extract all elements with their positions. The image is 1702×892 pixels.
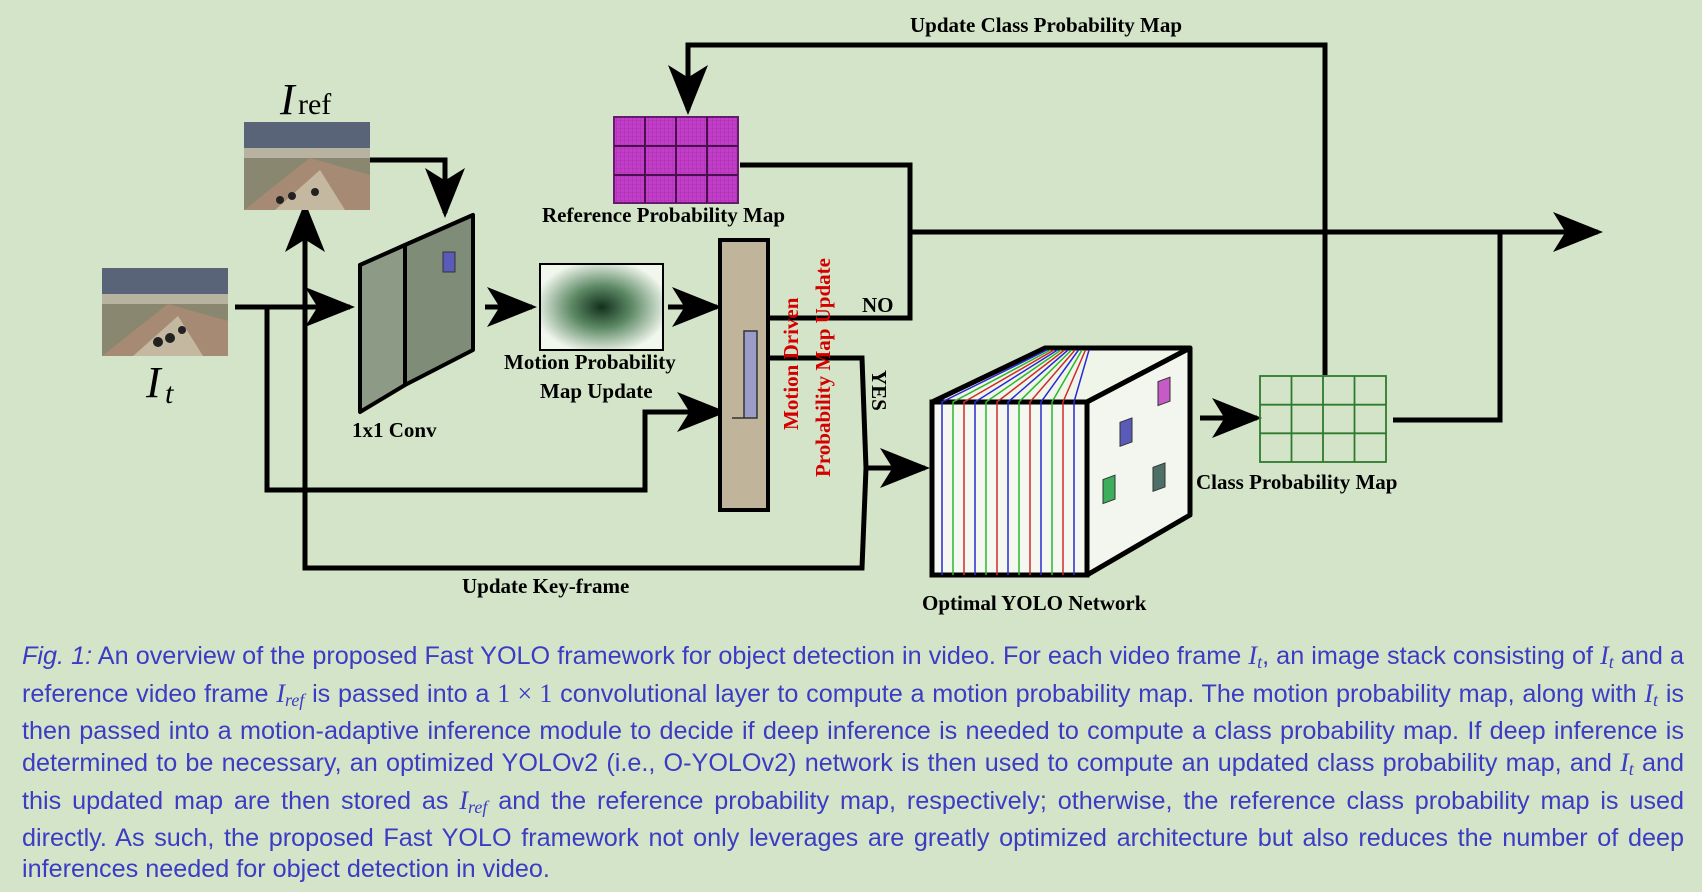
class-map-to-output-line bbox=[1393, 232, 1503, 423]
optimal-yolo-label: Optimal YOLO Network bbox=[922, 591, 1147, 615]
motion-driven-label-line1: Motion Driven bbox=[779, 297, 803, 430]
update-keyframe-label: Update Key-frame bbox=[462, 574, 629, 598]
figure-caption: Fig. 1: An overview of the proposed Fast… bbox=[22, 640, 1684, 885]
yolo-layer-line bbox=[1073, 349, 1090, 575]
caption-iref-2: Iref bbox=[459, 786, 488, 817]
conv-label: 1x1 Conv bbox=[352, 418, 437, 442]
class-probability-map bbox=[1259, 375, 1387, 463]
yolo-layer-line bbox=[996, 349, 1065, 575]
motion-prob-label-line1: Motion Probability bbox=[504, 350, 676, 374]
yolo-layer-line bbox=[1040, 349, 1080, 575]
update-class-map-label: Update Class Probability Map bbox=[910, 13, 1182, 37]
yolo-layer-line bbox=[974, 349, 1058, 575]
iref-math-label: I ref bbox=[279, 75, 331, 124]
arrow-update-class-map bbox=[668, 42, 1328, 375]
yolo-network-cube bbox=[929, 345, 1193, 578]
caption-it-2: It bbox=[1600, 641, 1614, 672]
motion-probability-map bbox=[539, 263, 664, 351]
arrow-update-keyframe bbox=[285, 202, 869, 571]
conv-block bbox=[358, 213, 475, 414]
svg-text:I: I bbox=[279, 75, 297, 124]
caption-text-7: and this updated map are then stored as bbox=[22, 749, 1684, 815]
no-label: NO bbox=[862, 293, 894, 317]
caption-it-4: It bbox=[1620, 748, 1634, 779]
yolo-layer-line bbox=[1018, 349, 1073, 575]
svg-text:I: I bbox=[145, 358, 163, 407]
caption-text-3: and a reference video frame bbox=[22, 642, 1685, 708]
yolo-layer-line bbox=[952, 349, 1051, 575]
svg-text:ref: ref bbox=[298, 88, 331, 121]
yolo-layer-line bbox=[1051, 349, 1083, 575]
reference-probability-map bbox=[613, 116, 739, 204]
no-branch-line bbox=[740, 162, 913, 321]
class-prob-map-label: Class Probability Map bbox=[1196, 470, 1397, 494]
it-math-label: I t bbox=[145, 358, 174, 410]
svg-text:t: t bbox=[165, 377, 174, 410]
caption-conv-math: 1 × 1 bbox=[497, 679, 553, 708]
caption-it-3: It bbox=[1644, 679, 1659, 710]
caption-iref-1: Iref bbox=[276, 679, 305, 710]
yolo-layer-line bbox=[963, 349, 1055, 575]
iref-frame-image bbox=[244, 122, 370, 210]
yolo-layer-line bbox=[985, 349, 1062, 575]
caption-text-2: , an image stack consisting of bbox=[1262, 642, 1601, 670]
caption-text-6: is then passed into a motion-adaptive in… bbox=[22, 680, 1685, 777]
motion-driven-label-line2: Probability Map Update bbox=[811, 258, 835, 477]
yolo-layer-lines bbox=[941, 349, 1090, 575]
it-frame-image bbox=[102, 268, 228, 356]
yes-label: YES bbox=[867, 370, 891, 411]
arrow-it-to-inference bbox=[264, 307, 727, 493]
caption-text-1: An overview of the proposed Fast YOLO fr… bbox=[92, 642, 1249, 670]
yolo-layer-line bbox=[1062, 349, 1087, 575]
caption-text-8: and the reference probability map, respe… bbox=[22, 787, 1684, 883]
caption-text-5: convolutional layer to compute a motion … bbox=[552, 680, 1645, 708]
inference-module bbox=[718, 238, 770, 512]
caption-it-1: It bbox=[1248, 641, 1263, 672]
fast-yolo-diagram: I ref I t 1x1 Conv Motion Probability Ma… bbox=[102, 13, 1603, 615]
caption-text-4: is passed into a bbox=[304, 680, 498, 708]
motion-prob-label-line2: Map Update bbox=[540, 379, 653, 403]
yolo-layer-line bbox=[1029, 349, 1076, 575]
arrow-iref-to-conv bbox=[370, 157, 465, 218]
ref-prob-map-label: Reference Probability Map bbox=[542, 203, 785, 227]
arrow-yes-to-yolo bbox=[770, 355, 930, 488]
yolo-layer-line bbox=[1007, 349, 1069, 575]
caption-fig-label: Fig. 1: bbox=[22, 642, 93, 670]
yolo-layer-line bbox=[941, 349, 1048, 575]
connectors bbox=[235, 42, 1603, 571]
